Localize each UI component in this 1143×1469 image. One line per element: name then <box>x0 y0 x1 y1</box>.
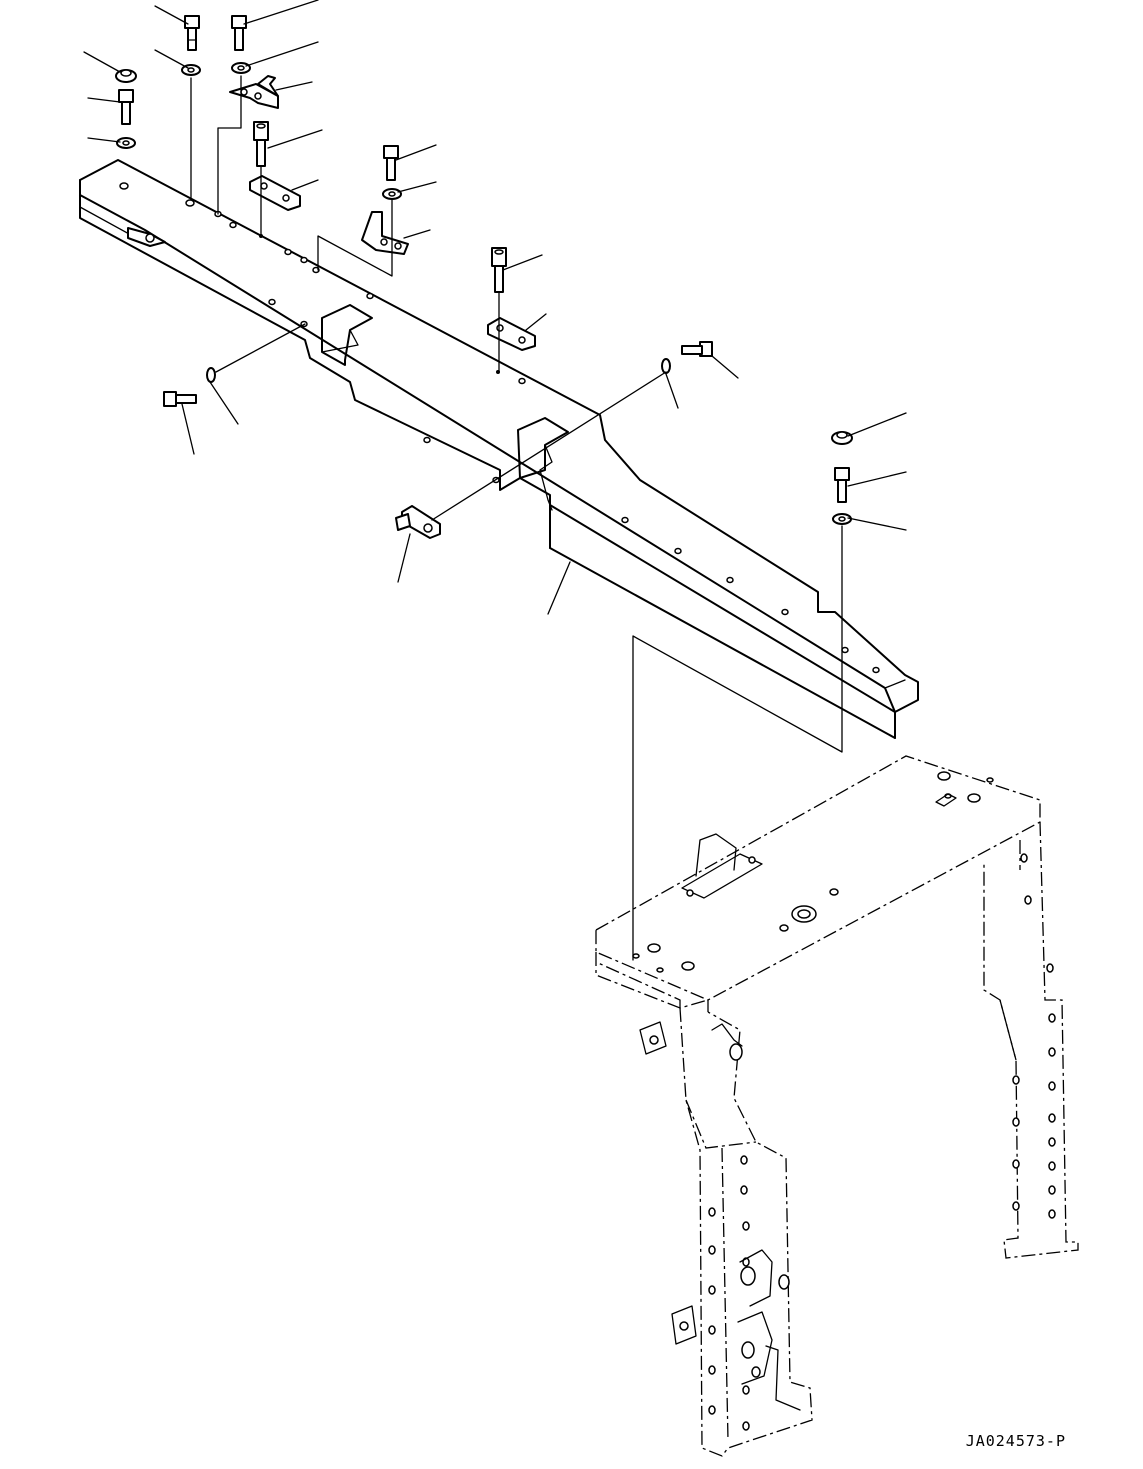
bolt-side-right <box>681 341 713 357</box>
washer-7 <box>832 513 852 525</box>
washer-2 <box>231 62 251 74</box>
nut-right <box>831 431 853 445</box>
socket-bolt-1 <box>253 121 269 167</box>
angle-bracket-top <box>229 75 279 109</box>
bolt-left <box>118 89 134 125</box>
clip-fitting <box>395 505 441 539</box>
cab-frame <box>595 755 1079 1457</box>
leader-lines <box>83 0 907 615</box>
bolt-mid <box>383 145 399 181</box>
frame-holes-left <box>708 1155 750 1431</box>
frame-side-brackets <box>639 1021 801 1411</box>
plate-1 <box>249 175 301 211</box>
assembly-lines <box>190 75 843 961</box>
frame-top-features <box>632 771 994 973</box>
top-beam <box>79 159 919 739</box>
washer-5 <box>661 358 671 374</box>
bolt-right <box>834 467 850 503</box>
plate-2 <box>487 317 536 351</box>
drawing-number: JA024573-P <box>966 1432 1066 1450</box>
angle-bracket-mid <box>361 211 409 255</box>
nut-top-left <box>115 69 137 83</box>
washer-3 <box>116 137 136 149</box>
bolt-top-left <box>184 15 200 51</box>
washer-6 <box>206 367 216 383</box>
socket-bolt-2 <box>491 247 507 293</box>
washer-4 <box>382 188 402 200</box>
bolt-top-center <box>231 15 247 51</box>
bolt-side-left <box>163 391 197 407</box>
frame-holes-right <box>1012 853 1056 1219</box>
